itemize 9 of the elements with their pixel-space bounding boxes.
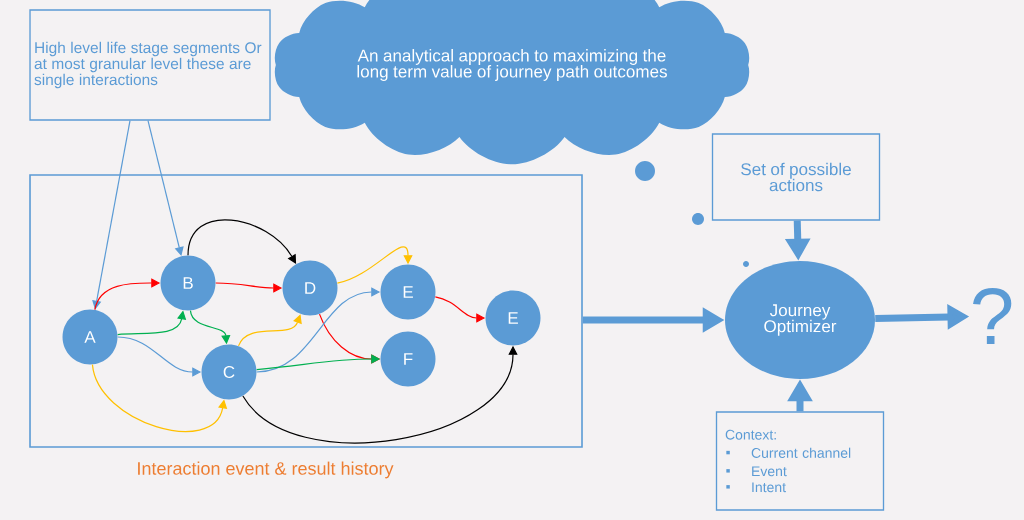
frame-caption: Interaction event & result history: [138, 461, 394, 479]
question-mark: ?: [973, 288, 1012, 344]
callout-box: High level life stage segments Or at most granular level these are single interactions: [29, 9, 271, 121]
arrow: [237, 314, 302, 347]
context-box: Context: Current channel Event Intent: [715, 411, 885, 511]
arrow: [187, 219, 297, 264]
arrow: [336, 246, 413, 284]
actions-box: Set of possible actions: [711, 133, 881, 221]
arrow: [147, 120, 184, 256]
